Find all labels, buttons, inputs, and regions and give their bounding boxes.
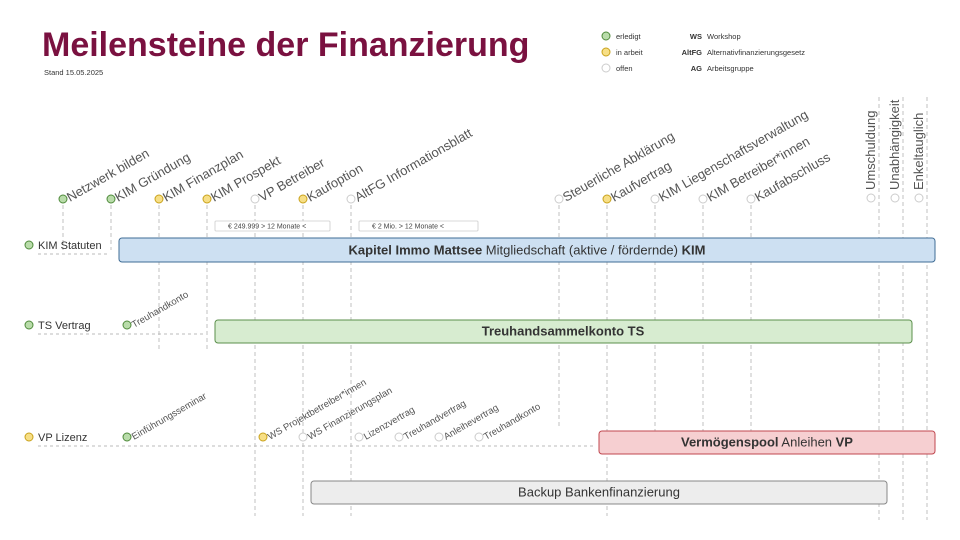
vp-bar-text-part: Anleihen [779, 435, 836, 450]
milestone: AltFG Informationsblatt [352, 125, 475, 205]
kim-bar-text: Kapitel Immo Mattsee Mitgliedschaft (akt… [349, 243, 706, 258]
milestone-icon [650, 194, 660, 204]
kim-bar-text-part: Kapitel Immo Mattsee [349, 243, 483, 258]
row-label: KIM Statuten [38, 240, 102, 252]
vp-bar-text-part: Vermögenspool [681, 435, 779, 450]
milestone-vertical: Enkeltauglich [911, 113, 926, 190]
legend-abbr: AG [691, 64, 702, 73]
milestone-icon [106, 194, 116, 204]
vp-milestone-icon [394, 432, 404, 442]
page-title: Meilensteine der Finanzierung [42, 26, 530, 64]
kim-bar [118, 237, 936, 263]
row-status-icon [24, 240, 34, 250]
stand-date: Stand 15.05.2025 [44, 68, 104, 77]
note-text: € 249.999 > 12 Monate < [228, 224, 306, 231]
legend-abbr-text: Arbeitsgruppe [707, 64, 754, 73]
milestone-vertical: Unabhängigkeit [887, 99, 902, 190]
milestone-icon [346, 194, 356, 204]
note-text: € 2 Mio. > 12 Monate < [372, 224, 444, 231]
legend-label-open: offen [616, 64, 633, 73]
ts-milestone-icon [122, 320, 132, 330]
vp-milestone-icon [474, 432, 484, 442]
vp-milestone-icon [122, 432, 132, 442]
vp-bar-text: Vermögenspool Anleihen VP [681, 435, 853, 450]
vp-milestone-icon [434, 432, 444, 442]
ts-bar-text-part: Treuhandsammelkonto TS [482, 324, 645, 339]
row-label: TS Vertrag [38, 320, 91, 332]
backup-bar [310, 480, 888, 505]
vp-milestone-icon [298, 432, 308, 442]
legend-abbr: AltFG [682, 48, 703, 57]
legend-abbr: WS [690, 32, 702, 41]
legend-label-done: erledigt [616, 32, 642, 41]
vp-milestone: Einführungsseminar [130, 391, 209, 443]
milestone-icon [554, 194, 564, 204]
milestone-icon [154, 194, 164, 204]
legend-abbr-text: Workshop [707, 32, 741, 41]
backup-bar-text-part: Backup Bankenfinanzierung [518, 485, 680, 500]
legend-abbr-text: Alternativfinanzierungsgesetz [707, 48, 805, 57]
milestone: Netzwerk bilden [64, 145, 152, 204]
vp-milestone-icon [258, 432, 268, 442]
milestone-vertical: Umschuldung [863, 111, 878, 191]
backup-bar-text: Backup Bankenfinanzierung [518, 485, 680, 500]
vp-bar [598, 430, 936, 455]
milestone-icon [602, 194, 612, 204]
note-box [358, 220, 479, 232]
milestone-icon [746, 194, 756, 204]
legend-open-icon [601, 63, 611, 73]
milestone-icon [298, 194, 308, 204]
milestone-icon [890, 193, 900, 203]
vp-bar-text-part: VP [836, 435, 854, 450]
milestone-icon [58, 194, 68, 204]
vp-milestone-icon [354, 432, 364, 442]
milestone-icon [914, 193, 924, 203]
row-label: VP Lizenz [38, 432, 87, 444]
kim-bar-text-part: KIM [682, 243, 706, 258]
ts-milestone: Treuhandkonto [130, 289, 191, 330]
ts-bar [214, 319, 913, 344]
milestone-icon [250, 194, 260, 204]
legend-done-icon [601, 31, 611, 41]
note-box [214, 220, 331, 232]
row-status-icon [24, 320, 34, 330]
legend-label-progress: in arbeit [616, 48, 644, 57]
milestone: KIM Finanzplan [160, 146, 246, 204]
kim-bar-text-part: Mitgliedschaft (aktive / fördernde) [482, 243, 681, 258]
ts-bar-text: Treuhandsammelkonto TS [482, 324, 645, 339]
milestone-icon [866, 193, 876, 203]
milestone-icon [202, 194, 212, 204]
row-status-icon [24, 432, 34, 442]
legend-progress-icon [601, 47, 611, 57]
milestone-icon [698, 194, 708, 204]
